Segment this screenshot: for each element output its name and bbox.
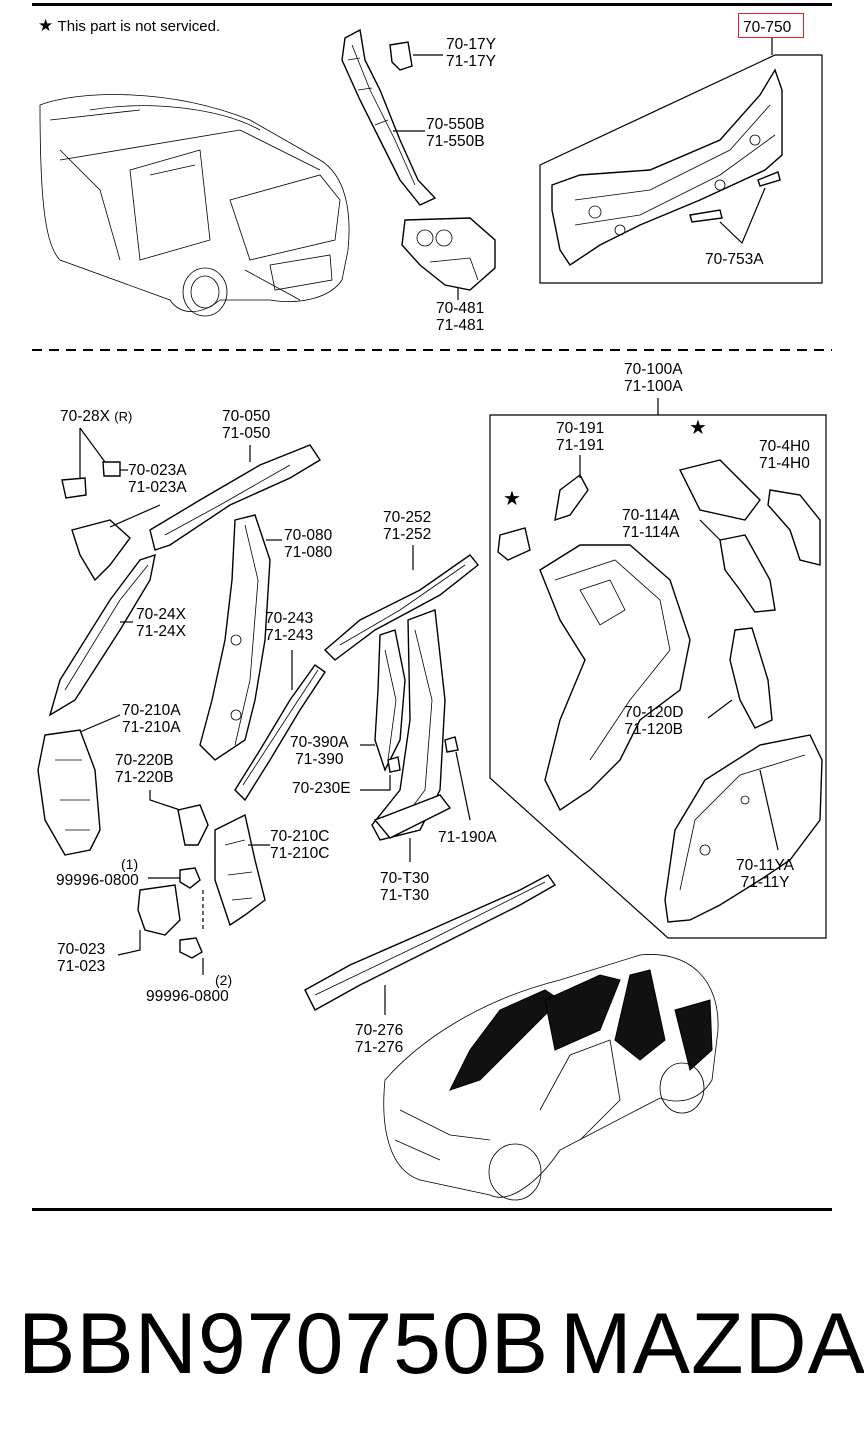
label-70-276: 70-276 71-276 xyxy=(355,1022,404,1056)
part-220b xyxy=(177,804,209,846)
part-starred-1 xyxy=(497,527,531,561)
label-70-28x-side: (R) xyxy=(114,409,133,424)
star-icon: ★ xyxy=(503,488,521,510)
label-71-190a: 71-190A xyxy=(438,829,497,846)
part-252 xyxy=(323,554,479,661)
part-210a xyxy=(37,729,101,856)
label-70-023a: 70-023A 71-023A xyxy=(128,462,187,496)
label-99996-0800-1: 99996-0800 xyxy=(56,872,139,889)
part-276 xyxy=(304,874,557,1011)
part-24x xyxy=(48,553,156,717)
label-70-11ya: 70-11YA 71-11Y xyxy=(736,857,795,891)
part-481 xyxy=(401,217,496,291)
label-70-114a: 70-114A 71-114A xyxy=(622,507,680,541)
part-023a xyxy=(71,519,131,582)
part-100a-box xyxy=(489,398,827,939)
label-70-28x: 70-28X (R) xyxy=(60,408,132,425)
part-114a xyxy=(719,534,776,613)
label-70-100a: 70-100A 71-100A xyxy=(624,361,683,395)
label-70-750: 70-750 xyxy=(743,19,792,36)
part-243 xyxy=(234,664,326,802)
label-qty-2: (2) xyxy=(215,972,233,988)
label-70-243: 70-243 71-243 xyxy=(265,610,314,644)
star-icon: ★ xyxy=(689,417,707,439)
part-wheelhouse-assembly xyxy=(539,544,691,812)
part-050 xyxy=(149,444,321,551)
label-70-230e: 70-230E xyxy=(292,780,351,797)
part-nut-1 xyxy=(179,867,201,889)
part-nut-2 xyxy=(179,937,203,959)
label-70-4h0: 70-4H0 71-4H0 xyxy=(759,438,810,472)
label-qty-1: (1) xyxy=(121,856,139,872)
part-191 xyxy=(554,473,589,522)
footer-brand: MAZDA xyxy=(560,1296,864,1392)
part-17y xyxy=(389,41,413,71)
label-99996-0800-2: 99996-0800 xyxy=(146,988,229,1005)
label-70-481: 70-481 71-481 xyxy=(436,300,485,334)
label-70-120d: 70-120D 71-120B xyxy=(624,704,684,738)
label-70-220b: 70-220B 71-220B xyxy=(115,752,174,786)
label-70-023: 70-023 71-023 xyxy=(57,941,106,975)
label-70-550b: 70-550B 71-550B xyxy=(426,116,485,150)
part-t30 xyxy=(371,609,452,841)
top-rule xyxy=(32,3,832,6)
label-70-191: 70-191 71-191 xyxy=(556,420,605,454)
highlight-box-70-750 xyxy=(738,13,804,38)
star-icon: ★ xyxy=(38,16,54,35)
side-car-illustration xyxy=(383,954,719,1201)
part-023 xyxy=(137,884,181,936)
label-70-753a: 70-753A xyxy=(705,251,764,268)
part-11ya xyxy=(664,734,823,923)
label-70-390a: 70-390A 71-390 xyxy=(290,734,349,768)
label-70-t30: 70-T30 71-T30 xyxy=(380,870,430,904)
label-70-28x-code: 70-28X xyxy=(60,408,110,425)
label-70-24x: 70-24X 71-24X xyxy=(136,606,186,640)
part-120d xyxy=(729,627,773,729)
label-70-252: 70-252 71-252 xyxy=(383,509,432,543)
part-550b xyxy=(341,28,437,206)
part-4h0 xyxy=(767,489,821,566)
label-70-050: 70-050 71-050 xyxy=(222,408,271,442)
part-190a xyxy=(444,736,459,753)
part-080 xyxy=(199,514,271,761)
footer-part-number: BBN970750B xyxy=(18,1296,550,1392)
part-750-box xyxy=(539,38,823,284)
bottom-rule xyxy=(32,1208,832,1211)
service-note-text: This part is not serviced. xyxy=(57,18,221,35)
label-70-17y: 70-17Y 71-17Y xyxy=(446,36,496,70)
part-210c xyxy=(214,813,266,927)
label-70-210c: 70-210C 71-210C xyxy=(270,828,330,862)
part-28x xyxy=(61,427,121,499)
part-starred-2 xyxy=(678,459,761,521)
rear-car-illustration xyxy=(39,94,350,317)
service-note: ★ This part is not serviced. xyxy=(38,17,220,35)
part-230e xyxy=(387,756,401,773)
part-390a xyxy=(374,629,406,772)
label-70-210a: 70-210A 71-210A xyxy=(122,702,181,736)
label-70-080: 70-080 71-080 xyxy=(284,527,333,561)
